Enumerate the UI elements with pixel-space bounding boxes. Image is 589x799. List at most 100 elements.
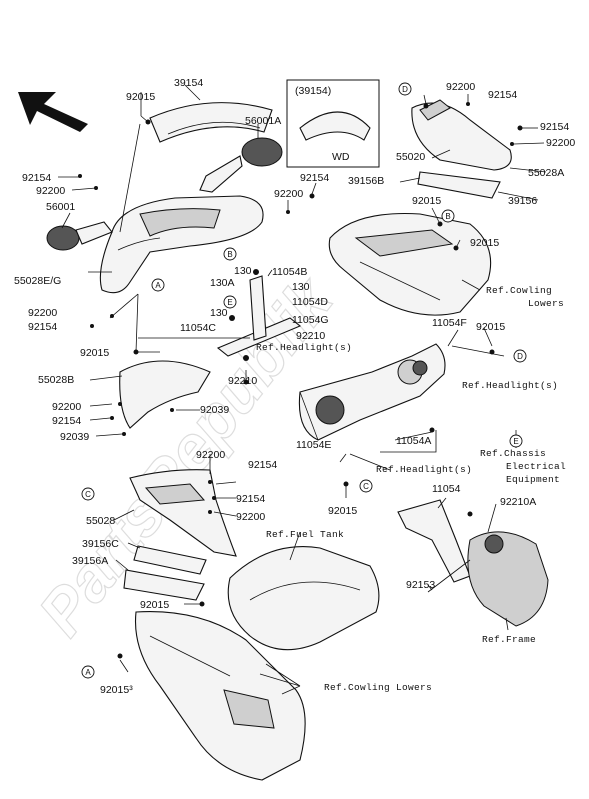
- label-92154-l2: 92154: [28, 321, 57, 333]
- ref-headlight-3: Ref.Headlight(s): [376, 464, 472, 475]
- label-55020: 55020: [396, 151, 425, 163]
- label-92200-left: 92200: [36, 185, 65, 197]
- label-92210A: 92210A: [500, 496, 536, 508]
- callout-C-2: C: [359, 479, 373, 493]
- label-92210-1: 92210: [296, 330, 325, 342]
- callout-A-2: A: [81, 665, 95, 679]
- wd-windshield-inset: (39154) WD: [286, 79, 380, 168]
- label-92154-l3: 92154: [52, 415, 81, 427]
- windshield-part: [149, 102, 273, 143]
- svg-text:C: C: [85, 490, 91, 499]
- label-92200-l3: 92200: [52, 401, 81, 413]
- label-92200-c2: 92200: [236, 511, 265, 523]
- label-130-1: 130: [234, 265, 252, 277]
- ref-fuel-tank: Ref.Fuel Tank: [266, 529, 344, 540]
- inset-caption: WD: [332, 151, 350, 163]
- svg-text:C: C: [363, 482, 369, 491]
- label-92015-b2: 92015³: [100, 684, 133, 696]
- label-92200-mid: 92200: [274, 188, 303, 200]
- label-11054A: 11054A: [396, 435, 431, 447]
- label-55028B: 55028B: [38, 374, 74, 386]
- label-92015-r1: 92015: [412, 195, 441, 207]
- upper-cowl-part: [99, 195, 264, 294]
- label-39156C: 39156C: [82, 538, 119, 550]
- part-labels: 39154 92015 56001A 92154 92200 56001 921…: [14, 77, 575, 696]
- label-55028A: 55028A: [528, 167, 564, 179]
- label-92154-c1: 92154: [248, 459, 277, 471]
- svg-text:D: D: [402, 85, 408, 94]
- left-mirror-56001A-part: [199, 137, 283, 193]
- label-39156: 39156: [508, 195, 537, 207]
- label-92200-c: 92200: [196, 449, 225, 461]
- callout-A-1: A: [151, 278, 165, 292]
- label-92015-top: 92015: [126, 91, 155, 103]
- ref-frame: Ref.Frame: [482, 634, 536, 645]
- front-direction-arrow-icon: [18, 92, 88, 132]
- svg-text:A: A: [155, 281, 161, 290]
- label-11054F: 11054F: [432, 317, 467, 329]
- right-mirror-56001-part: [46, 221, 113, 251]
- ref-headlight-1: Ref.Headlight(s): [256, 342, 352, 353]
- upper-cowl-stay-part: [216, 269, 302, 361]
- svg-text:A: A: [85, 668, 91, 677]
- label-56001A: 56001A: [245, 115, 281, 127]
- svg-text:B: B: [227, 250, 232, 259]
- label-92015-c: 92015: [328, 505, 357, 517]
- label-92039-1: 92039: [200, 404, 229, 416]
- label-92154-c2: 92154: [236, 493, 265, 505]
- lower-cowl-part: [134, 611, 306, 781]
- label-39154-top: 39154: [174, 77, 203, 89]
- front-frame-bracket-part: [397, 499, 549, 627]
- headlight-assembly-part: [298, 343, 446, 441]
- ref-cowling-lowers: Ref.Cowling Lowers: [324, 682, 432, 693]
- label-130-2: 130: [292, 281, 310, 293]
- label-92015-l2: 92015: [80, 347, 109, 359]
- inner-panel-55028B-part: [119, 360, 211, 429]
- label-92154-left: 92154: [22, 172, 51, 184]
- svg-text:D: D: [517, 352, 523, 361]
- ref-cowling-line1: Ref.Cowling: [486, 285, 552, 296]
- label-130A: 130A: [210, 277, 235, 289]
- label-92154-mid: 92154: [300, 172, 329, 184]
- callout-B-2: B: [441, 209, 455, 223]
- label-92200-l2: 92200: [28, 307, 57, 319]
- callout-D-2: D: [513, 349, 527, 363]
- callout-B-1: B: [223, 247, 237, 261]
- svg-text:E: E: [513, 437, 518, 446]
- label-39156B: 39156B: [348, 175, 384, 187]
- trim-39156B-part: [417, 171, 501, 199]
- ref-cowling-line2: Lowers: [528, 298, 564, 309]
- label-11054G: 11054G: [292, 314, 329, 326]
- trim-39156C-part: [133, 545, 207, 575]
- label-11054D: 11054D: [292, 296, 328, 308]
- label-92154-r2: 92154: [540, 121, 569, 133]
- fuel-tank-cover-part: [227, 546, 380, 651]
- label-92200-r2: 92200: [546, 137, 575, 149]
- label-39156A: 39156A: [72, 555, 108, 567]
- side-panel-55020-part: [411, 99, 512, 171]
- leader-lines: [58, 84, 547, 695]
- label-92200-r1: 92200: [446, 81, 475, 93]
- label-92154-r1: 92154: [488, 89, 517, 101]
- label-92015-r3: 92015: [476, 321, 505, 333]
- ref-headlight-2: Ref.Headlight(s): [462, 380, 558, 391]
- callout-E-1: E: [223, 295, 237, 309]
- label-55028EG: 55028E/G: [14, 275, 61, 287]
- label-92153: 92153: [406, 579, 435, 591]
- label-92039-2: 92039: [60, 431, 89, 443]
- ref-chassis-1: Ref.Chassis: [480, 448, 546, 459]
- callout-D-1: D: [398, 82, 412, 96]
- svg-text:B: B: [445, 212, 450, 221]
- label-92015-r2: 92015: [470, 237, 499, 249]
- ref-chassis-3: Equipment: [506, 474, 560, 485]
- callout-E-2: E: [509, 434, 523, 448]
- callout-C-1: C: [81, 487, 95, 501]
- ref-chassis-2: Electrical: [506, 461, 566, 472]
- label-55028: 55028: [86, 515, 115, 527]
- svg-text:E: E: [227, 298, 232, 307]
- inset-title: (39154): [295, 85, 331, 97]
- label-11054E: 11054E: [296, 439, 331, 451]
- inner-panel-55028-part: [129, 469, 237, 557]
- label-11054C: 11054C: [180, 322, 216, 334]
